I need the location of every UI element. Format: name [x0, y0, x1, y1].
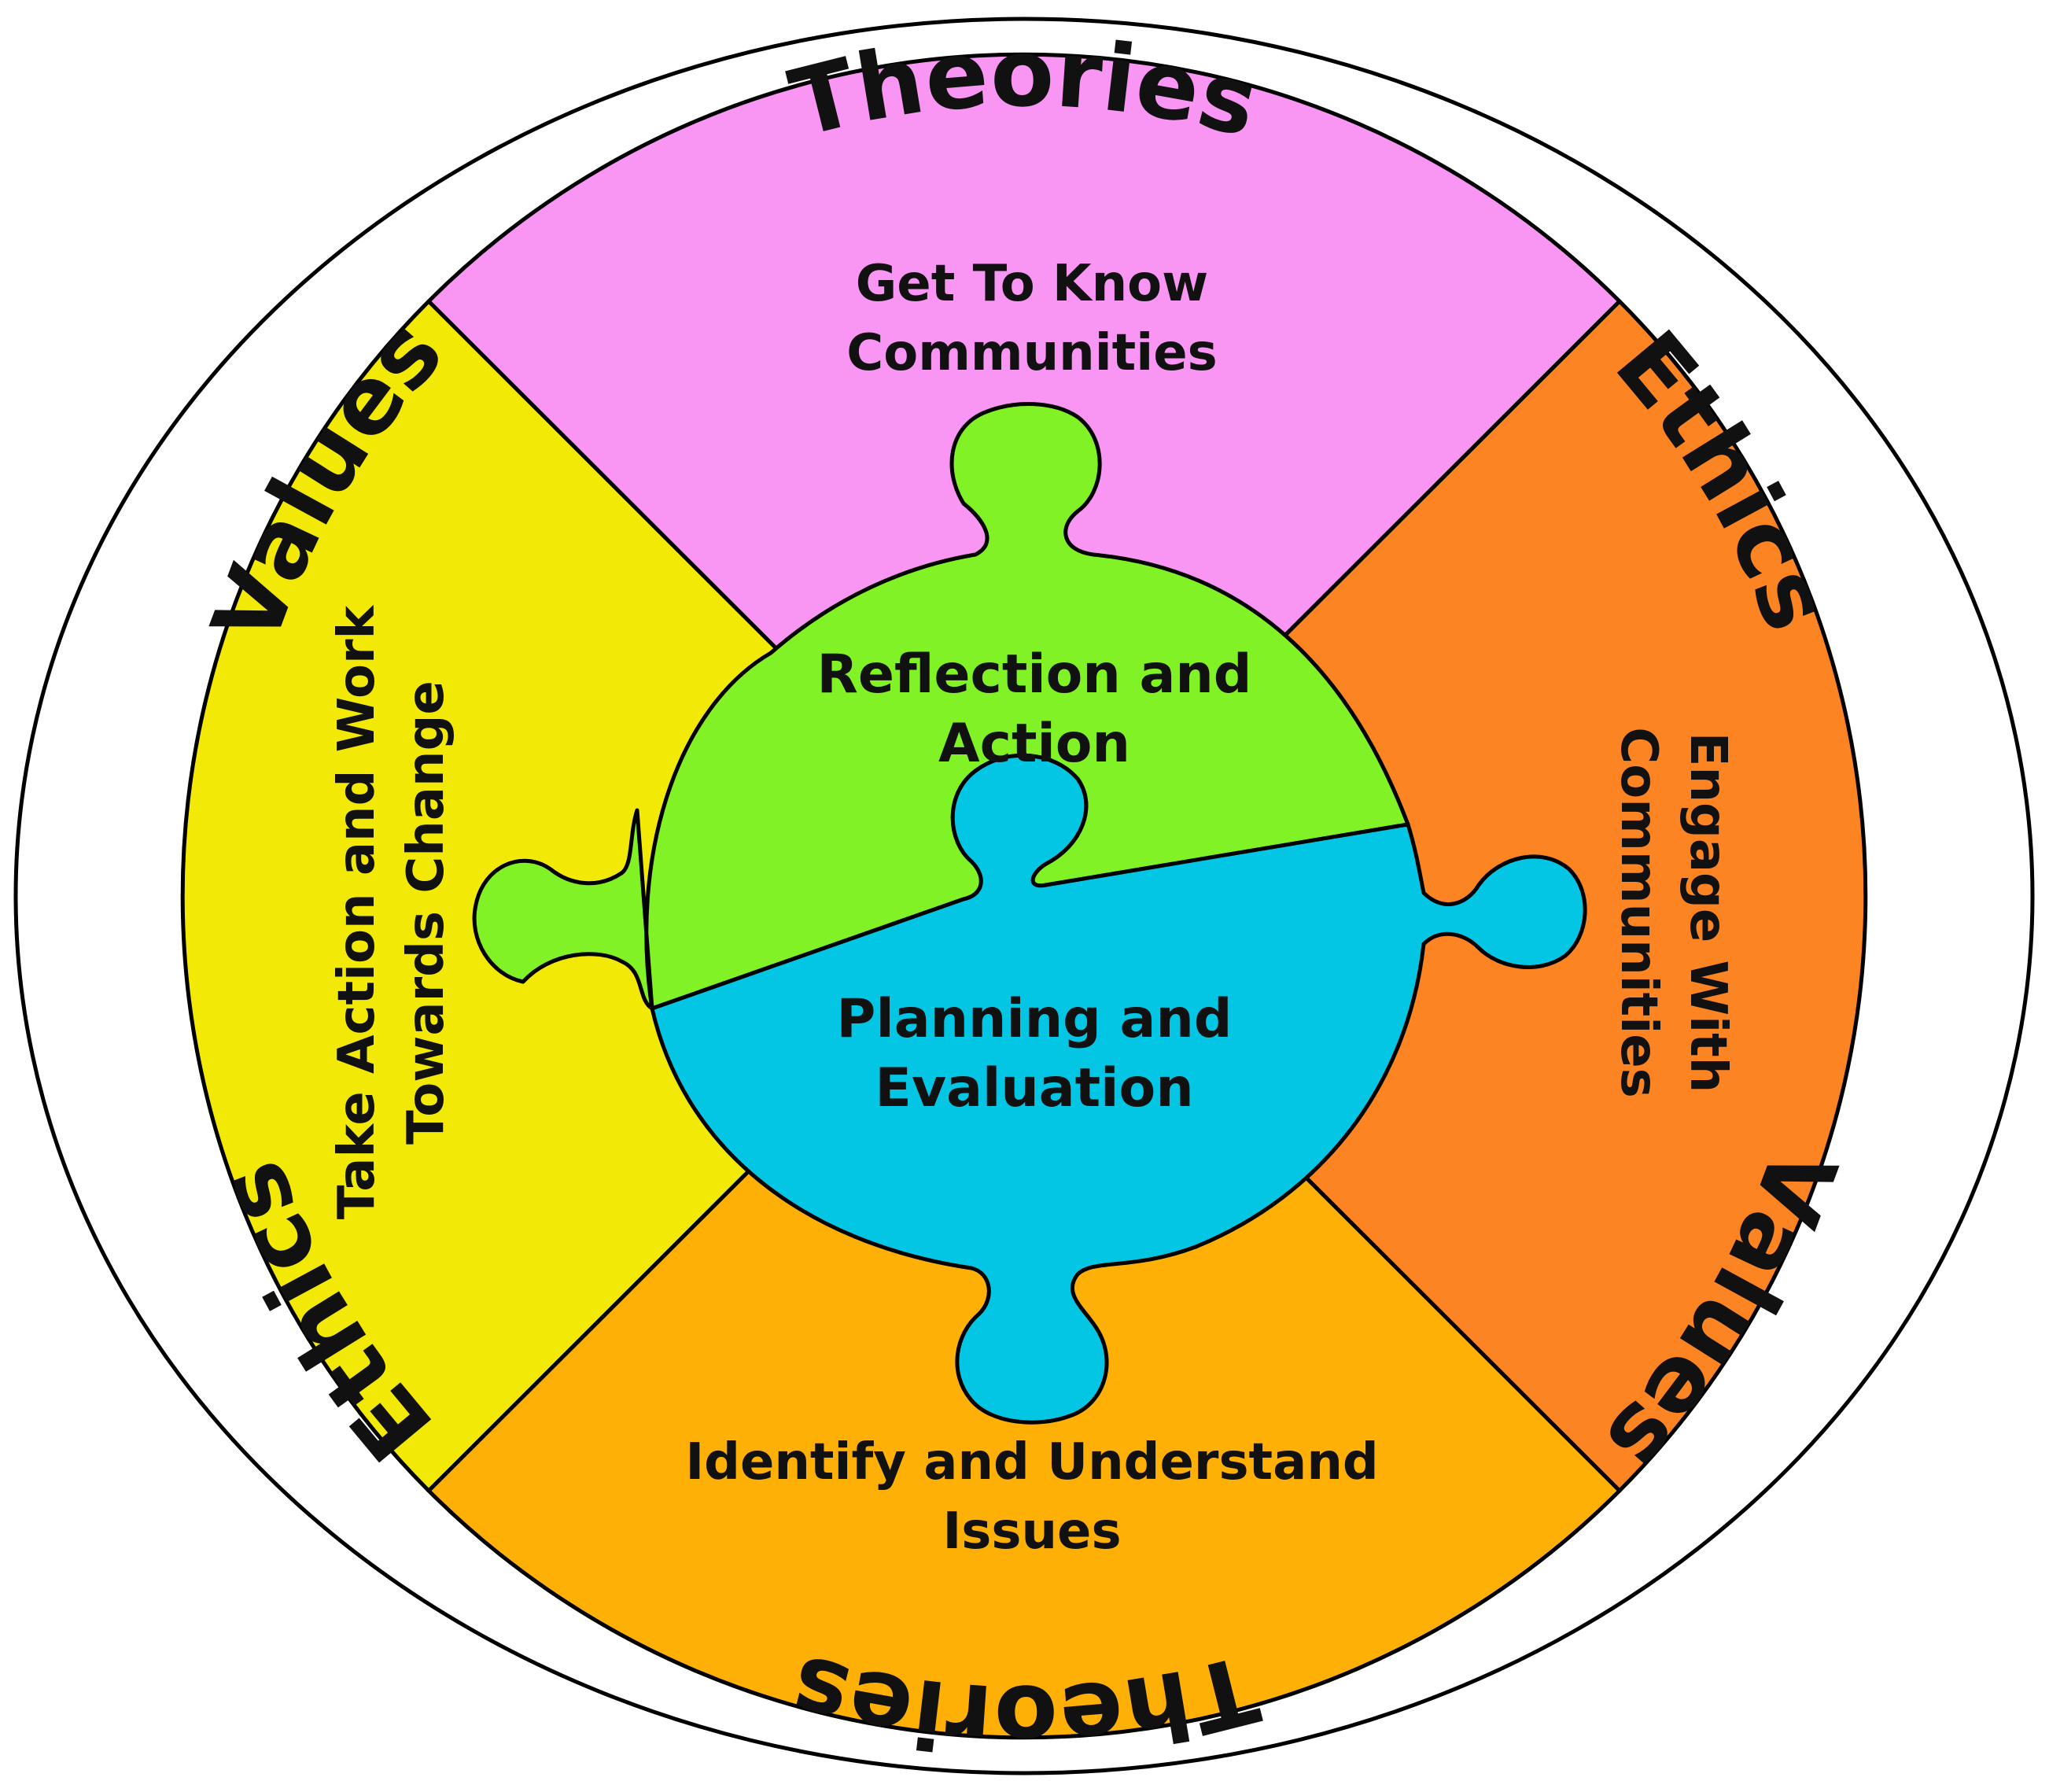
svg-text:Towards Change: Towards Change	[397, 680, 455, 1145]
hub-label-lower: Planning and Evaluation	[837, 988, 1233, 1119]
hub-label-upper: Reflection and Action	[817, 643, 1252, 775]
hub-lower-piece[interactable]	[650, 753, 1587, 1425]
svg-text:Get To Know: Get To Know	[856, 255, 1208, 313]
segment-label-left: Take Action and Work Towards Change	[328, 604, 455, 1219]
segment-label-bottom: Identify and Understand Issues	[685, 1433, 1378, 1561]
svg-text:Engage With: Engage With	[1679, 732, 1737, 1093]
svg-text:Evaluation: Evaluation	[875, 1057, 1193, 1119]
svg-text:Action: Action	[938, 713, 1130, 775]
svg-text:Take Action and Work: Take Action and Work	[328, 604, 386, 1219]
svg-text:Planning and: Planning and	[837, 988, 1233, 1050]
svg-text:Communities: Communities	[846, 324, 1217, 382]
svg-text:Identify and Understand: Identify and Understand	[685, 1433, 1378, 1491]
svg-text:Communities: Communities	[1609, 727, 1668, 1097]
segment-label-top: Get To Know Communities	[846, 255, 1217, 382]
svg-text:Issues: Issues	[942, 1503, 1121, 1561]
segment-label-right: Engage With Communities	[1609, 727, 1737, 1097]
segment-right[interactable]	[1022, 299, 1868, 1493]
svg-text:Reflection and: Reflection and	[817, 643, 1252, 706]
